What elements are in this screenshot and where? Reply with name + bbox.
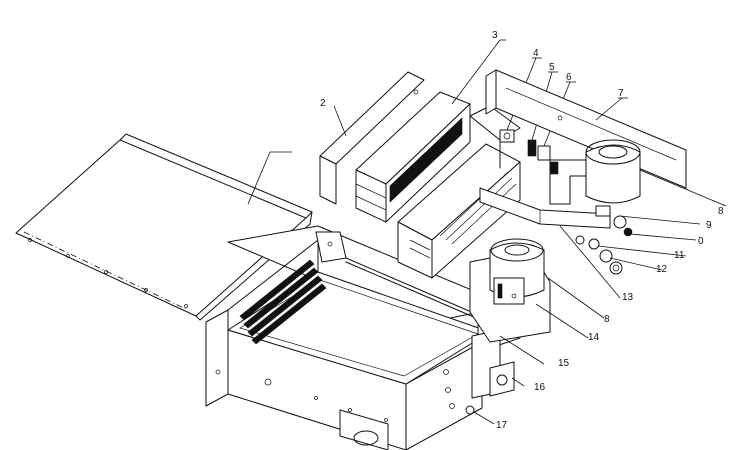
callout-7: 7 [618, 88, 624, 99]
part-2-end-plate [319, 71, 425, 205]
blower-fan-upper [549, 139, 727, 207]
parts-16-17-brackets [465, 361, 525, 425]
callout-4: 4 [533, 48, 539, 59]
central-grille-frame [397, 105, 521, 279]
callout-2: 2 [320, 98, 326, 109]
main-housing-box [205, 225, 521, 450]
duct-pipe-assembly [479, 187, 701, 299]
parts-4-5-6-fittings [499, 57, 576, 161]
callout-17: 17 [496, 420, 508, 431]
callout-11: 11 [674, 250, 685, 261]
callout-14: 14 [588, 332, 600, 343]
callout-3: 3 [492, 30, 498, 41]
callout-12: 12 [656, 264, 668, 275]
callout-5: 5 [549, 62, 555, 73]
callout-15: 15 [558, 358, 570, 369]
callout-9: 9 [706, 220, 712, 231]
part-3-heat-exchanger [355, 39, 506, 223]
top-cover-panel [15, 133, 313, 321]
blower-fan-lower [469, 238, 605, 365]
callout-13: 13 [622, 292, 634, 303]
callout-labels: 2 3 4 5 6 7 8 9 0 11 12 13 8 14 15 16 17 [320, 30, 724, 431]
callout-6: 6 [566, 72, 572, 83]
callout-0: 0 [698, 236, 704, 247]
callout-8-upper: 8 [718, 206, 724, 217]
callout-8-lower: 8 [604, 314, 610, 325]
callout-16: 16 [534, 382, 546, 393]
